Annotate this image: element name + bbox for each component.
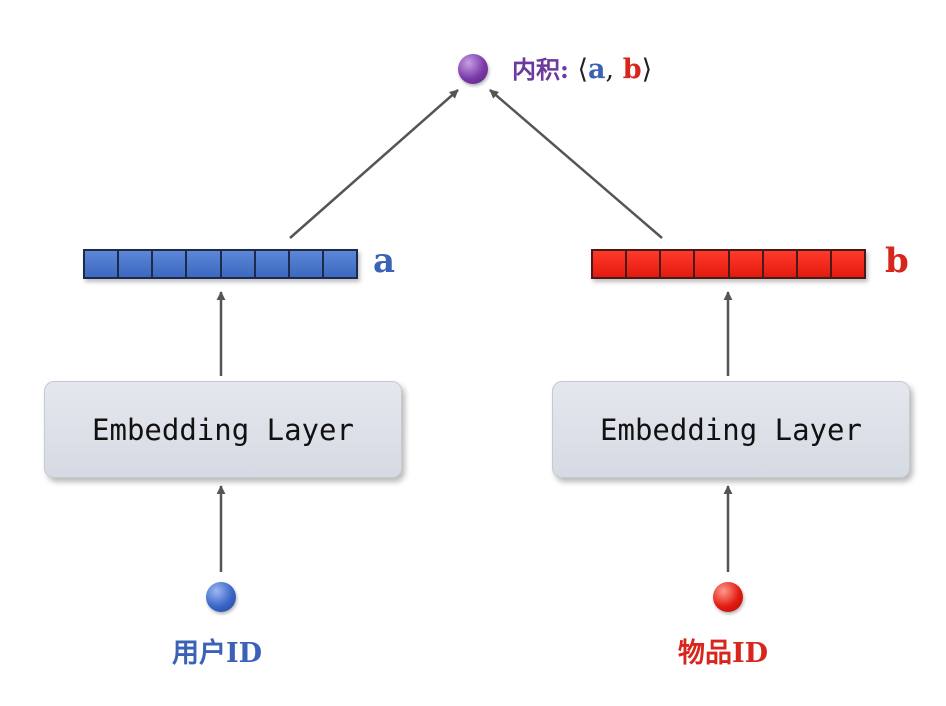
vector-cell [187,251,222,277]
item-id-label: 物品ID [678,638,769,669]
vector-cell [289,251,324,277]
embedding-vector-a [83,249,358,279]
vector-cell [255,251,290,277]
vector-cell [831,251,864,277]
arrow-vector-a-to-inner-product [289,89,459,239]
user-id-label: 用户ID [172,638,263,669]
vector-cell [797,251,832,277]
vector-cell [323,251,356,277]
inner-product-operand-b: b [622,54,642,85]
inner-product-close-bracket: ⟩ [641,54,653,85]
item-embedding-layer: Embedding Layer [552,381,910,478]
inner-product-title: 内积: [512,55,569,84]
inner-product-label: 内积: ⟨a, b⟩ [512,50,652,90]
item-id-node [713,582,743,612]
vector-cell [729,251,764,277]
vector-cell [153,251,188,277]
inner-product-node [458,54,488,84]
vector-cell [221,251,256,277]
embedding-vector-b [591,249,866,279]
vector-cell [695,251,730,277]
vector-b-label: b [885,241,909,281]
vector-cell [627,251,662,277]
user-id-node [206,582,236,612]
user-embedding-layer: Embedding Layer [44,381,402,478]
vector-cell [661,251,696,277]
vector-cell [763,251,798,277]
inner-product-operand-a: a [588,54,606,85]
vector-a-label: a [373,241,396,281]
vector-cell [593,251,628,277]
arrow-vector-b-to-inner-product [489,89,663,239]
vector-cell [85,251,120,277]
vector-cell [119,251,154,277]
inner-product-separator: , [605,54,615,85]
inner-product-open-bracket: ⟨ [577,54,588,85]
